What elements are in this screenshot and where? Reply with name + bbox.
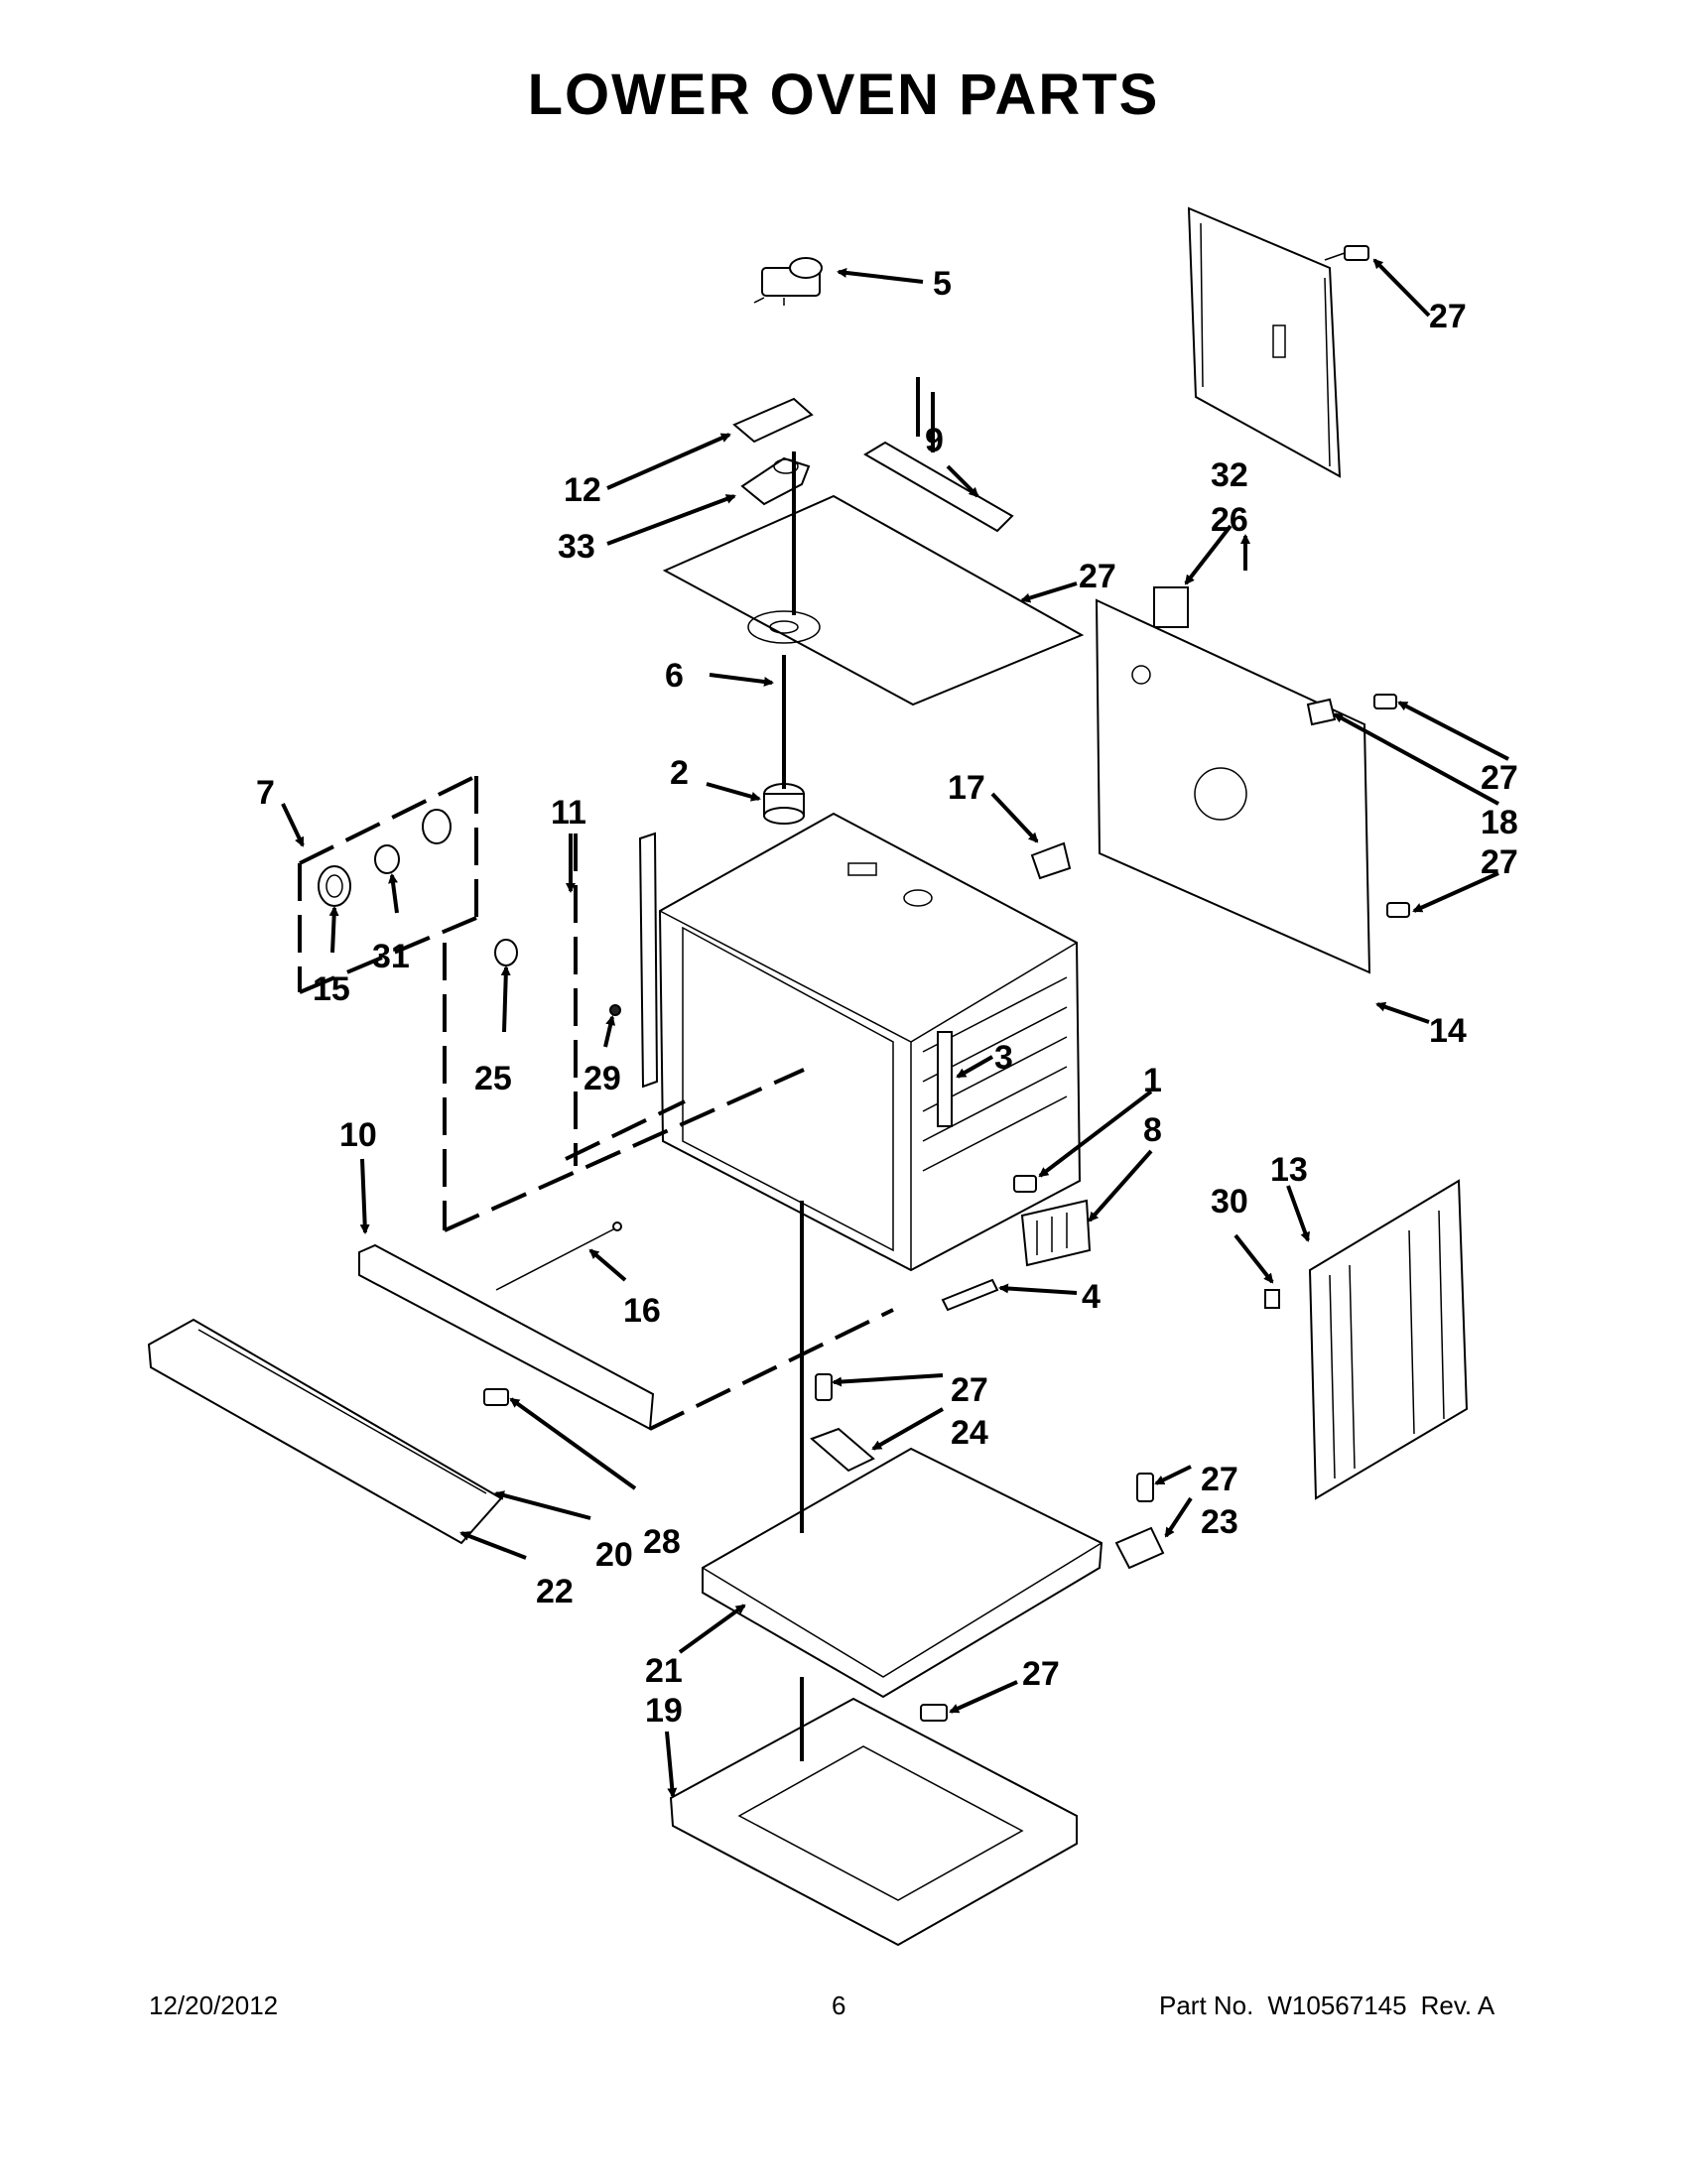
callout-29: 29	[584, 1060, 621, 1097]
callout-17: 17	[948, 769, 985, 807]
part-23-bracket	[1114, 1526, 1165, 1570]
callout-21: 21	[645, 1652, 683, 1690]
footer-part-number: W10567145	[1267, 1991, 1407, 2020]
callout-16: 16	[623, 1292, 661, 1330]
part-4-bracket	[941, 1278, 999, 1312]
callout-23: 23	[1201, 1503, 1238, 1541]
callout-27-right-2: 27	[1481, 843, 1518, 881]
oven-cavity	[658, 812, 1082, 1272]
part-27-screw-lower-mid	[815, 1373, 833, 1401]
callout-31: 31	[372, 938, 410, 975]
part-33-bracket	[740, 456, 811, 506]
part-11-front-frame	[638, 832, 659, 1089]
callout-labels: 5 27 9 12 32 26 33 27 6 27 18 27 7 2 11 …	[256, 265, 1518, 1730]
part-32-rear-panel	[1187, 206, 1342, 478]
part-26-junction-box	[1153, 586, 1189, 628]
callout-15: 15	[313, 970, 350, 1008]
part-16-rod	[495, 1221, 622, 1291]
part-7-bracket-group	[298, 774, 478, 994]
callout-5: 5	[933, 265, 952, 303]
footer-date: 12/20/2012	[149, 1991, 279, 2020]
part-22-lower-trim	[147, 1318, 503, 1545]
part-1-screw	[1013, 1175, 1037, 1193]
callout-2: 2	[670, 754, 689, 792]
part-19-bottom-tray	[669, 1697, 1078, 1947]
part-28-screw	[483, 1388, 509, 1406]
callout-7: 7	[256, 774, 275, 812]
callout-33: 33	[558, 528, 595, 566]
footer-part-info: Part No. W10567145 Rev. A	[1159, 1991, 1494, 2021]
part-10-front-trim	[358, 1243, 655, 1431]
callout-27-lower-mid: 27	[951, 1371, 988, 1409]
light-lens	[422, 809, 452, 844]
callout-12: 12	[564, 471, 601, 509]
footer-revision: Rev. A	[1420, 1991, 1495, 2020]
callout-27-right-1: 27	[1481, 759, 1518, 797]
part-24-bracket	[810, 1427, 875, 1473]
callout-11: 11	[551, 794, 586, 832]
side-panel-rear	[1095, 598, 1371, 974]
callout-27-23: 27	[1201, 1461, 1238, 1498]
callout-13: 13	[1270, 1151, 1308, 1189]
part-6-top-plate	[662, 494, 1085, 707]
callout-28: 28	[643, 1523, 681, 1561]
callout-18: 18	[1481, 804, 1518, 841]
part-30-clip	[1264, 1289, 1280, 1309]
callout-14: 14	[1429, 1012, 1467, 1050]
part-27-screw-21	[920, 1704, 948, 1722]
callout-8: 8	[1143, 1111, 1162, 1149]
part-25-knob	[494, 939, 518, 966]
callout-3: 3	[994, 1039, 1013, 1077]
callout-27-upper-mid: 27	[1079, 558, 1116, 595]
part-18-clip	[1306, 698, 1337, 726]
part-12-bracket	[732, 397, 814, 444]
part-27-screw-lower-right	[1386, 902, 1410, 918]
part-29-screw	[609, 1004, 621, 1016]
part-17-clip	[1030, 841, 1072, 880]
footer-page-number: 6	[832, 1991, 846, 2020]
callout-32: 32	[1211, 456, 1248, 494]
callout-24: 24	[951, 1414, 988, 1452]
part-21-bottom-panel	[702, 1447, 1103, 1699]
part-3-hinge-receiver	[937, 1031, 953, 1127]
part-9-bracket	[863, 441, 1014, 533]
callout-10: 10	[339, 1116, 377, 1154]
callout-20: 20	[595, 1536, 633, 1574]
callout-4: 4	[1082, 1278, 1101, 1316]
callout-25: 25	[474, 1060, 512, 1097]
leader-arrows	[281, 258, 1509, 1798]
callout-30: 30	[1211, 1183, 1248, 1220]
part-2-motor	[763, 783, 805, 825]
part-27-screw-top	[1324, 245, 1369, 261]
part-13-side-panel	[1308, 1179, 1469, 1500]
part-8-vent-cover	[1020, 1199, 1092, 1267]
callout-27-21: 27	[1022, 1655, 1060, 1693]
part-31-light-bulb	[374, 844, 400, 874]
callout-27-top: 27	[1429, 298, 1467, 335]
callout-19: 19	[645, 1692, 683, 1730]
callout-22: 22	[536, 1573, 574, 1610]
callout-26: 26	[1211, 501, 1248, 539]
page-title: LOWER OVEN PARTS	[527, 63, 1160, 127]
part-5-switch	[753, 257, 823, 306]
callout-9: 9	[925, 422, 944, 459]
part-27-screw-mid-right	[1373, 694, 1397, 709]
part-27-screw-23	[1136, 1473, 1154, 1502]
callout-6: 6	[665, 657, 684, 695]
construction-lines	[443, 377, 935, 1761]
callout-1: 1	[1143, 1062, 1162, 1099]
footer-part-label: Part No.	[1159, 1991, 1254, 2020]
part-15-light-socket	[318, 865, 351, 907]
